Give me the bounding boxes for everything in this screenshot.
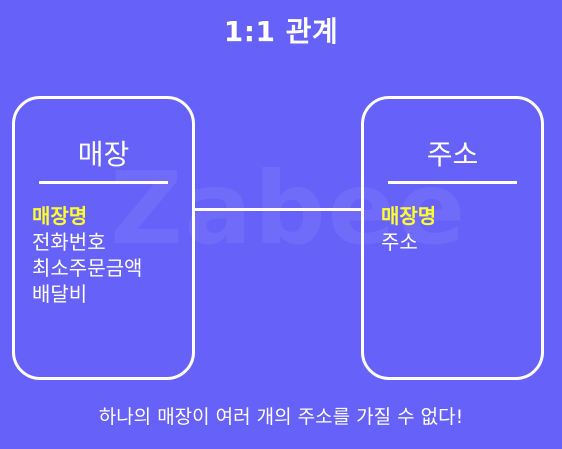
- entity-store-attribute: 최소주문금액: [32, 256, 143, 280]
- diagram-title: 1:1 관계: [223, 15, 339, 48]
- entity-address-name: 주소: [426, 138, 479, 171]
- entity-store-attribute: 배달비: [32, 282, 88, 306]
- entity-store-attribute: 전화번호: [32, 230, 106, 254]
- entity-address-attributes: 매장명 주소: [381, 203, 436, 255]
- entity-address-attribute: 주소: [381, 230, 418, 254]
- entity-address: 주소 매장명 주소: [361, 96, 544, 380]
- entity-store-key-attribute: 매장명: [32, 204, 88, 228]
- entity-address-key-attribute: 매장명: [381, 204, 437, 228]
- relationship-line: [195, 208, 361, 211]
- entity-store-attributes: 매장명 전화번호 최소주문금액 배달비: [32, 203, 142, 307]
- diagram-caption: 하나의 매장이 여러 개의 주소를 가질 수 없다!: [98, 406, 464, 428]
- entity-store-divider: [39, 181, 168, 184]
- entity-store: 매장 매장명 전화번호 최소주문금액 배달비: [12, 96, 195, 380]
- entity-store-name: 매장: [77, 138, 130, 171]
- entity-address-divider: [388, 181, 517, 184]
